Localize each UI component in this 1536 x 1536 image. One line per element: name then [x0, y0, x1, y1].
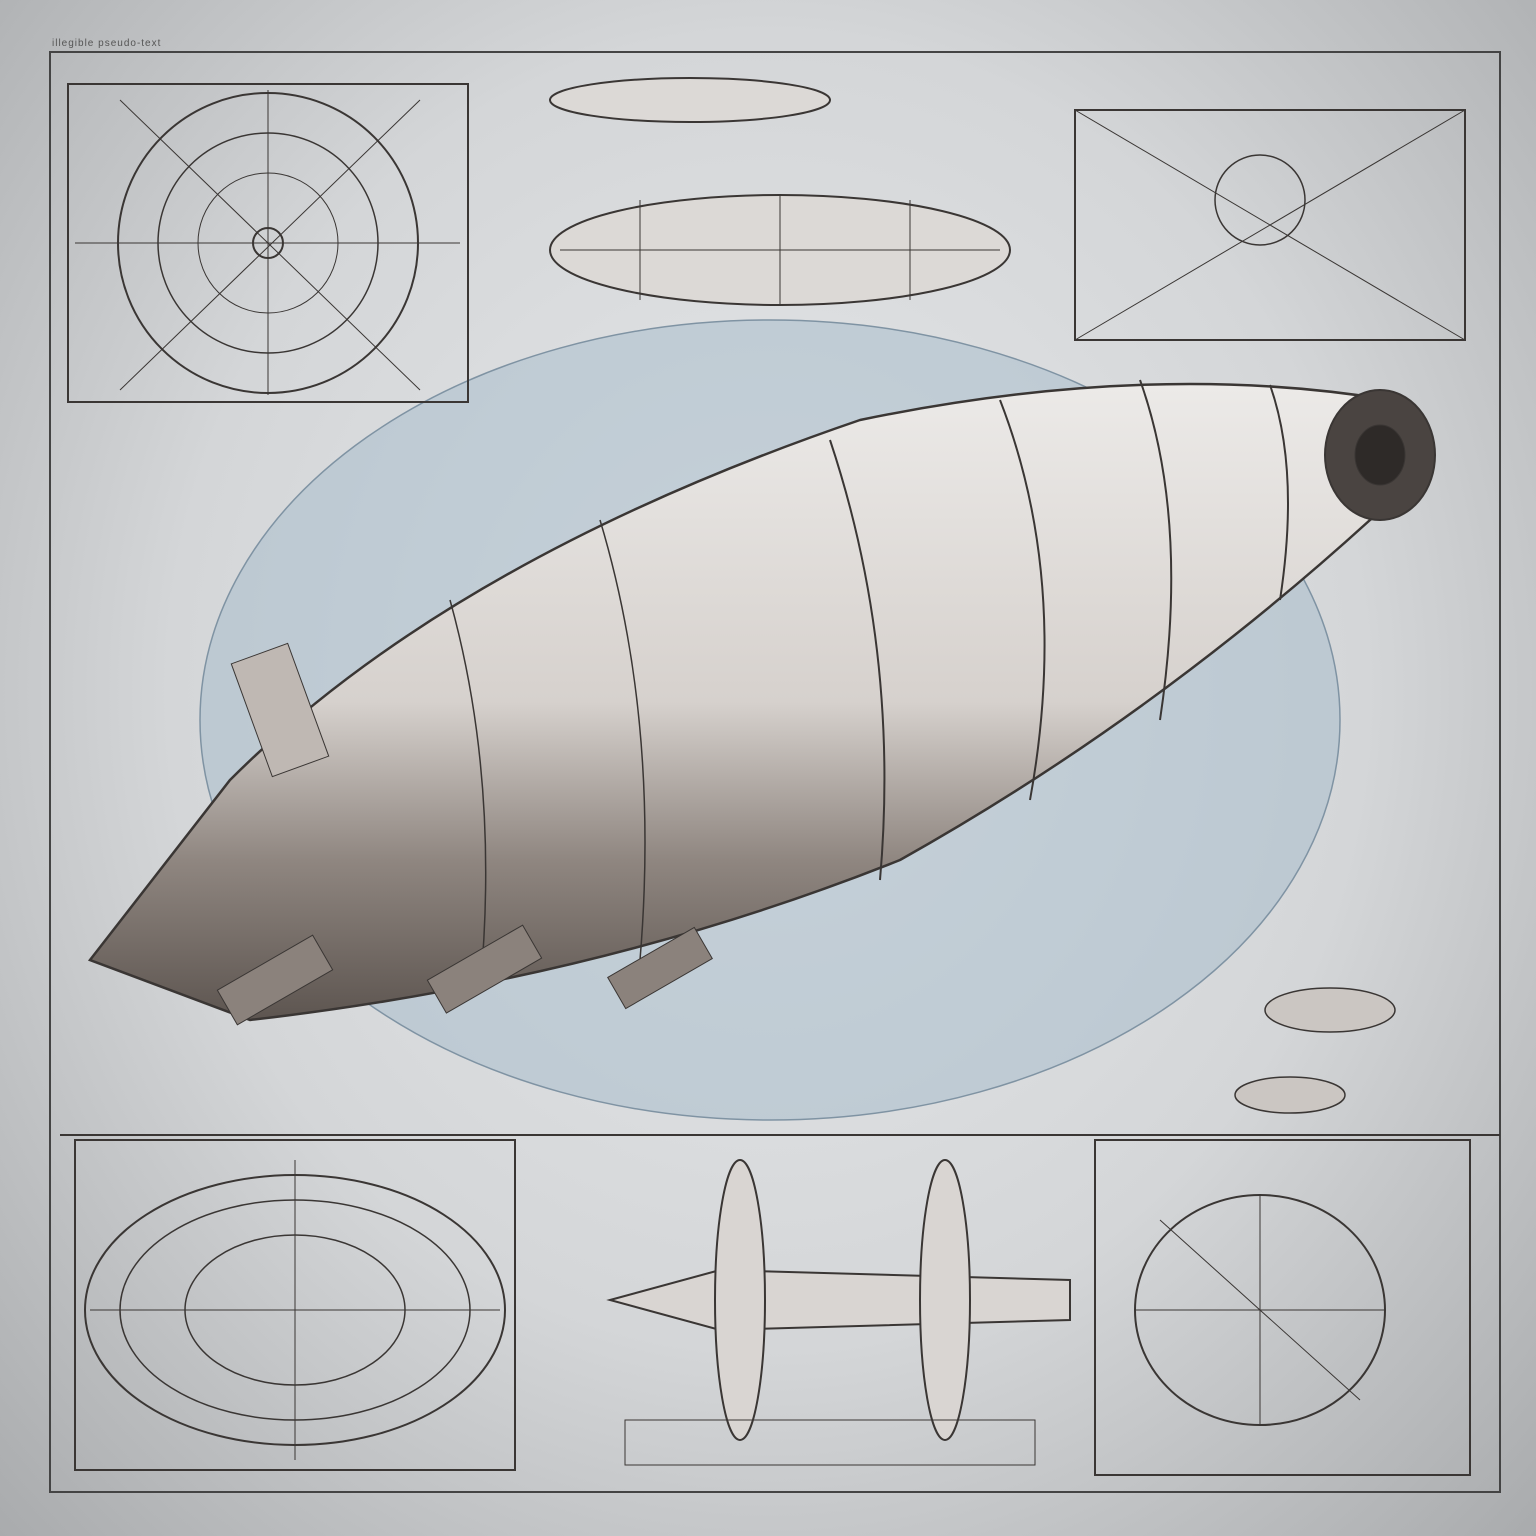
panel-bottom-right: [1094, 1139, 1471, 1476]
small-vessels: [1234, 987, 1396, 1114]
panel-bottom-left: [74, 1139, 516, 1471]
main-ship: [87, 379, 1436, 1026]
panel-top-center: [549, 77, 1011, 306]
corner-label: illegible pseudo-text: [52, 38, 162, 49]
panel-top-right: [1074, 109, 1466, 341]
panel-bottom-center: [606, 1159, 1071, 1466]
outer-frame: [49, 51, 1501, 1493]
panel-top-left: [67, 83, 469, 403]
